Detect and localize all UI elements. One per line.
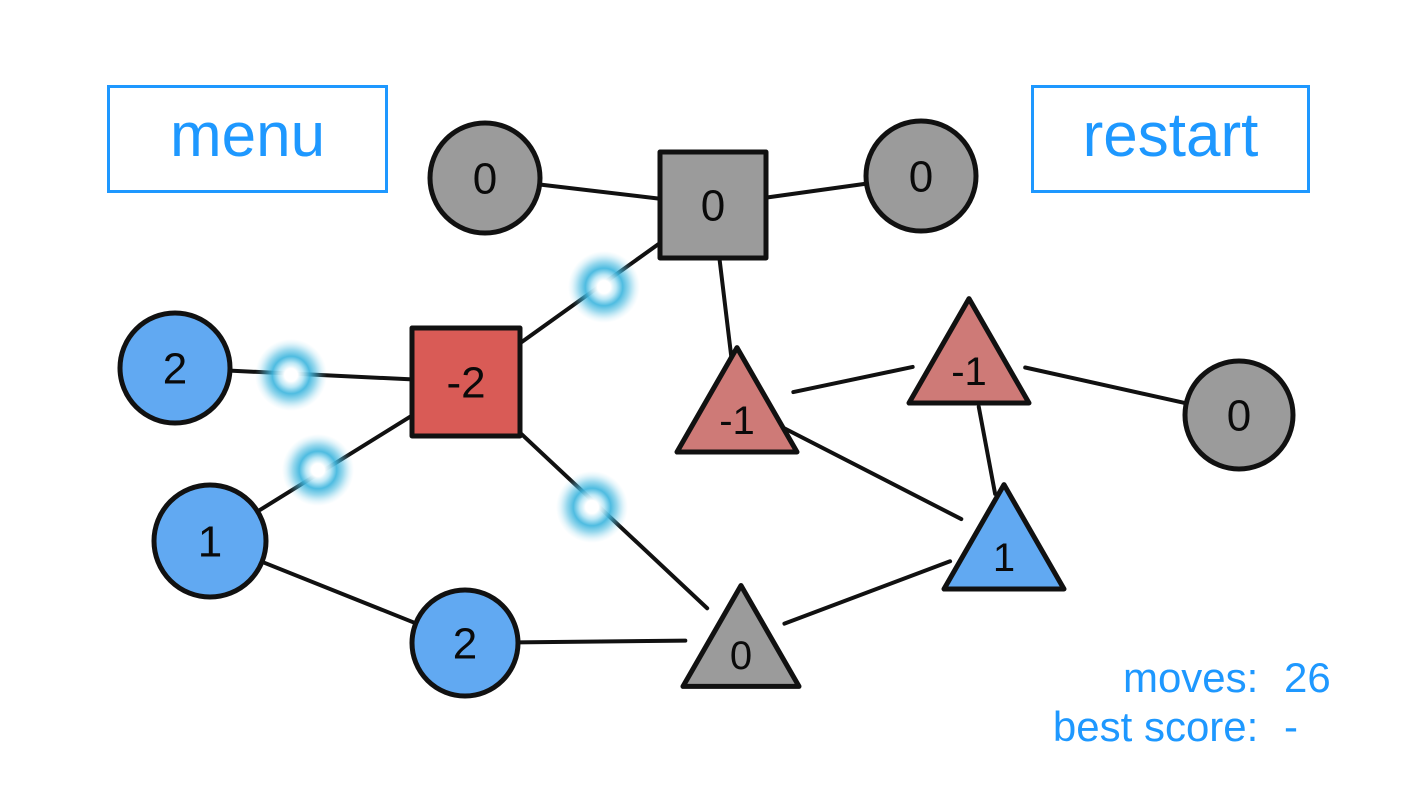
graph-edge[interactable] — [976, 404, 998, 496]
best-score-label: best score: — [1052, 703, 1259, 751]
graph-edge[interactable] — [764, 181, 869, 200]
edge-glow-marker[interactable] — [282, 434, 354, 506]
edge-glow-marker[interactable] — [568, 251, 640, 323]
score-panel: moves: 26 best score: - — [1053, 653, 1348, 752]
graph-edge[interactable] — [717, 256, 734, 359]
node-shape[interactable] — [1182, 358, 1296, 472]
graph-edge[interactable] — [259, 559, 418, 626]
graph-node-triangle[interactable]: 1 — [941, 482, 1067, 592]
graph-node-circle[interactable]: 2 — [117, 310, 233, 426]
graph-node-square[interactable]: -2 — [409, 325, 523, 439]
node-shape[interactable] — [674, 345, 800, 455]
node-shape[interactable] — [151, 482, 269, 600]
graph-edge[interactable] — [782, 559, 953, 626]
graph-edge[interactable] — [791, 364, 915, 395]
moves-row: moves: 26 — [1053, 653, 1348, 703]
edge-glow-marker[interactable] — [255, 339, 327, 411]
best-score-row: best score: - — [1053, 702, 1348, 752]
edge-glow-marker[interactable] — [556, 471, 628, 543]
restart-button[interactable]: restart — [1031, 85, 1310, 193]
node-shape[interactable] — [906, 296, 1032, 406]
graph-node-circle[interactable]: 0 — [427, 120, 543, 236]
graph-edge[interactable] — [515, 638, 688, 645]
node-shape[interactable] — [427, 120, 543, 236]
node-shape[interactable] — [680, 583, 802, 689]
moves-label: moves: — [1122, 653, 1259, 701]
graph-node-circle[interactable]: 0 — [1182, 358, 1296, 472]
graph-node-circle[interactable]: 0 — [863, 118, 979, 234]
graph-node-circle[interactable]: 2 — [409, 587, 521, 699]
node-shape[interactable] — [409, 325, 523, 439]
graph-edge[interactable] — [781, 426, 964, 522]
graph-node-square[interactable]: 0 — [657, 149, 769, 261]
graph-node-circle[interactable]: 1 — [151, 482, 269, 600]
node-shape[interactable] — [117, 310, 233, 426]
graph-node-triangle[interactable]: -1 — [906, 296, 1032, 406]
node-shape[interactable] — [657, 149, 769, 261]
node-shape[interactable] — [863, 118, 979, 234]
edge-marker-layer[interactable] — [255, 251, 640, 543]
node-shape[interactable] — [409, 587, 521, 699]
moves-value: 26 — [1284, 653, 1331, 701]
graph-edge[interactable] — [1023, 365, 1189, 406]
node-shape[interactable] — [941, 482, 1067, 592]
menu-button[interactable]: menu — [107, 85, 388, 193]
graph-edge[interactable] — [537, 182, 662, 201]
graph-node-triangle[interactable]: -1 — [674, 345, 800, 455]
best-score-value: - — [1284, 703, 1298, 751]
